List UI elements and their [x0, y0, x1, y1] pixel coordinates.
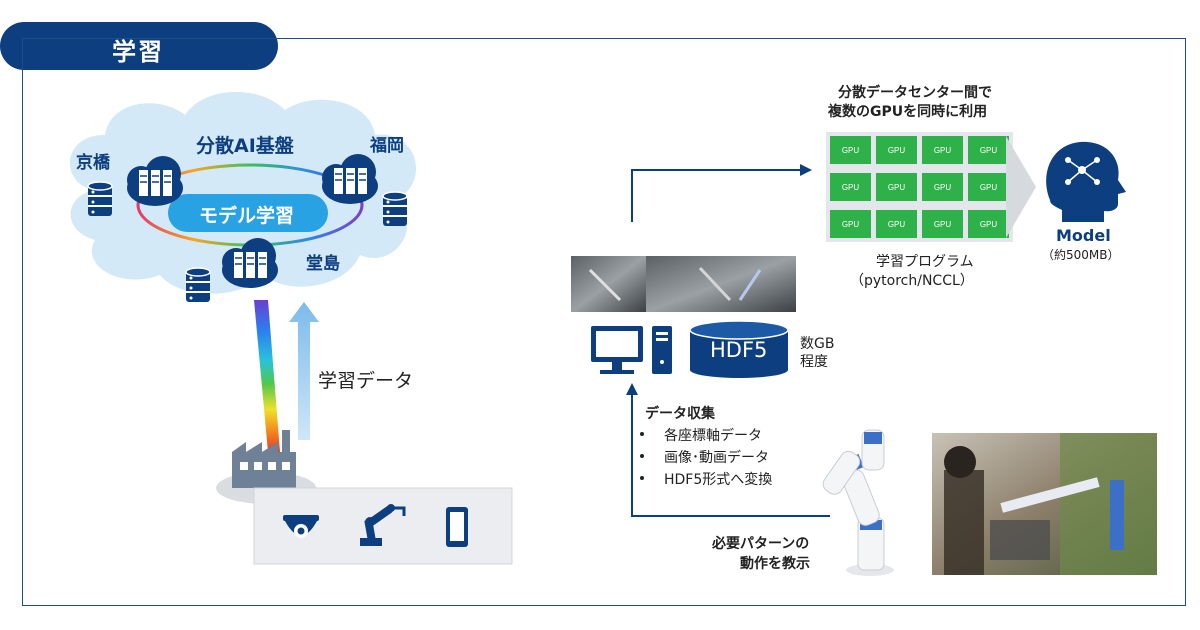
- database-icon-fukuoka: [382, 191, 408, 227]
- gpu-cell-label: GPU: [934, 183, 952, 192]
- model-label: Model: [1056, 226, 1111, 245]
- robot-arm-icon: [360, 504, 406, 546]
- section-title: 学習: [112, 38, 164, 66]
- cloud-title: 分散AI基盤: [196, 135, 294, 157]
- bullet: [640, 454, 644, 458]
- gpu-caption-line1: 分散データセンター間で: [838, 85, 992, 101]
- gpu-cell: [876, 136, 917, 164]
- training-data-label: 学習データ: [318, 370, 414, 392]
- collection-item: HDF5形式へ変換: [664, 472, 773, 488]
- gpu-to-model-arrow: [1006, 136, 1036, 238]
- gpu-caption-line2: 複数のGPUを同時に利用: [828, 104, 988, 120]
- database-icon-dojima: [185, 267, 211, 303]
- gpu-cell-label: GPU: [934, 220, 952, 229]
- collection-title: データ収集: [645, 406, 715, 422]
- gpu-cell: [830, 210, 871, 238]
- model-size: （約500MB）: [1042, 248, 1120, 262]
- gpu-cell-label: GPU: [888, 183, 906, 192]
- gpu-cell-label: GPU: [842, 146, 860, 155]
- gpu-cell-label: GPU: [842, 183, 860, 192]
- teaching-line1: 必要パターンの: [712, 536, 810, 552]
- gpu-cell: [876, 173, 917, 201]
- gpu-cell: [876, 210, 917, 238]
- gpu-cell: [922, 136, 963, 164]
- teaching-photo: [932, 433, 1157, 575]
- gpu-cell: [968, 210, 1009, 238]
- cobot-arm-image: [822, 429, 894, 576]
- desktop-pc-icon: [591, 326, 672, 374]
- upload-arrow-head: [800, 164, 812, 176]
- gpu-grid: GPU GPU GPU GPU GPU GPU GPU GPU GPU GPU GPU GPU: [826, 132, 1013, 242]
- bullet: [640, 476, 644, 480]
- program-line1: 学習プログラム: [876, 254, 974, 270]
- upload-arrow-line: [631, 169, 800, 222]
- robot-photo-left: [571, 256, 646, 312]
- site-label-fukuoka: 福岡: [370, 136, 404, 156]
- camera-icon: [283, 515, 319, 538]
- site-label-kyobashi: 京橋: [76, 153, 110, 173]
- gpu-cell-label: GPU: [934, 146, 952, 155]
- ai-head-icon: [1046, 141, 1126, 222]
- gpu-cell-label: GPU: [980, 183, 998, 192]
- gpu-cell-label: GPU: [980, 220, 998, 229]
- training-data-arrow: [289, 302, 319, 440]
- section-frame: [22, 38, 1186, 606]
- collect-arrow-head: [626, 383, 638, 395]
- gpu-cell: [830, 173, 871, 201]
- gpu-cell: [922, 173, 963, 201]
- collect-arrow-line: [631, 395, 830, 517]
- site-label-dojima: 堂島: [306, 254, 340, 274]
- gpu-cell: [968, 173, 1009, 201]
- program-line2: （pytorch/NCCL）: [850, 273, 974, 289]
- section-tab: [0, 22, 278, 70]
- data-stream: [254, 300, 280, 452]
- robot-photo-right: [646, 256, 796, 312]
- hdf5-database-icon: [689, 320, 789, 378]
- database-icon-kyobashi: [87, 181, 113, 217]
- teaching-line2: 動作を教示: [740, 556, 810, 572]
- bullet: [640, 432, 644, 436]
- gpu-cell: [968, 136, 1009, 164]
- smartphone-icon: [446, 507, 468, 547]
- model-training-pill: [168, 194, 328, 232]
- hdf5-label: HDF5: [710, 338, 768, 362]
- gpu-cell: [830, 136, 871, 164]
- cloud-shape: [69, 91, 417, 294]
- collection-item: 画像･動画データ: [664, 450, 769, 466]
- storage-size-line1: 数GB: [800, 336, 835, 352]
- gpu-cell-label: GPU: [980, 146, 998, 155]
- storage-size-line2: 程度: [800, 354, 828, 370]
- gpu-cell-label: GPU: [888, 146, 906, 155]
- gpu-cell-label: GPU: [888, 220, 906, 229]
- model-training-label: モデル学習: [199, 205, 295, 227]
- gpu-cell-label: GPU: [842, 220, 860, 229]
- gpu-cell: [922, 210, 963, 238]
- collection-item: 各座標軸データ: [664, 428, 762, 444]
